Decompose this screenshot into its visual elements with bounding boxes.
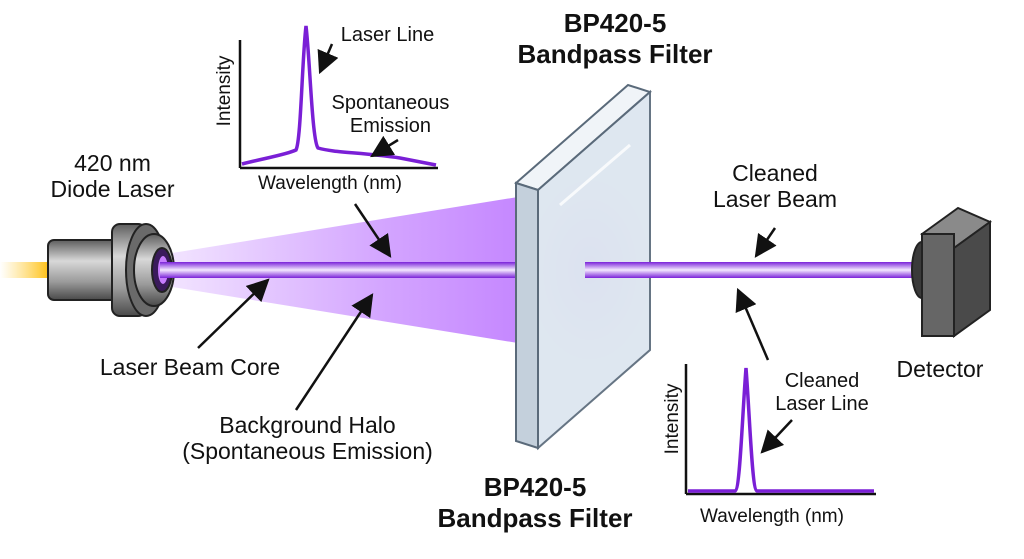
inset-before-ylabel: Intensity bbox=[214, 46, 236, 136]
diode-laser bbox=[47, 223, 175, 317]
arrow-cleaned-beam-lower bbox=[735, 287, 770, 361]
background-halo-label-line1: Background Halo bbox=[219, 412, 396, 438]
detector-label-text: Detector bbox=[896, 356, 984, 382]
beam-core-label: Laser Beam Core bbox=[80, 354, 300, 380]
filter-label-bottom-line1: BP420-5 bbox=[483, 472, 587, 502]
filter-label-bottom: BP420-5 Bandpass Filter bbox=[410, 472, 660, 534]
inset-before-peak-label-text: Laser Line bbox=[340, 24, 435, 46]
inset-after-spectrum bbox=[688, 367, 874, 493]
inset-after-ylabel-text: Intensity bbox=[662, 383, 683, 455]
background-halo-label: Background Halo (Spontaneous Emission) bbox=[165, 412, 450, 464]
inset-after-peak-label-line1: Cleaned bbox=[784, 370, 860, 392]
inset-before-ylabel-text: Intensity bbox=[214, 55, 235, 127]
inset-after-ylabel: Intensity bbox=[662, 374, 684, 464]
arrow-laser-line bbox=[317, 43, 339, 75]
detector-device bbox=[911, 206, 993, 338]
inset-before-spectrum bbox=[241, 25, 437, 167]
inset-before-peak-label: Laser Line bbox=[320, 24, 455, 47]
inset-after-peak-label-line2: Laser Line bbox=[775, 393, 869, 415]
input-glow bbox=[0, 262, 48, 278]
inset-before-tail-label-line2: Emission bbox=[349, 115, 432, 137]
cleaned-beam-label-line2: Laser Beam bbox=[712, 186, 837, 212]
inset-before-xlabel: Wavelength (nm) bbox=[258, 173, 402, 195]
inset-after-peak-label: Cleaned Laser Line bbox=[762, 370, 882, 416]
inset-before-tail-label: Spontaneous Emission bbox=[318, 92, 463, 138]
arrow-cleaned-laser-line bbox=[760, 419, 793, 454]
detector-label: Detector bbox=[880, 356, 1000, 382]
inset-before-tail-label-line1: Spontaneous bbox=[331, 92, 450, 114]
inset-after-plot bbox=[684, 364, 876, 496]
inset-after-xlabel-text: Wavelength (nm) bbox=[700, 506, 844, 527]
inset-before-plot bbox=[238, 25, 438, 170]
inset-before-xlabel-text: Wavelength (nm) bbox=[258, 173, 402, 194]
filter-label-top: BP420-5 Bandpass Filter bbox=[490, 8, 740, 70]
laser-beam-core bbox=[160, 262, 530, 278]
diode-laser-label-line2: Diode Laser bbox=[50, 176, 175, 202]
diode-laser-label: 420 nm Diode Laser bbox=[30, 150, 195, 202]
arrow-cleaned-beam bbox=[754, 227, 777, 258]
arrow-background-halo bbox=[294, 293, 374, 411]
background-halo-label-line2: (Spontaneous Emission) bbox=[182, 438, 433, 464]
inset-after-xlabel: Wavelength (nm) bbox=[700, 506, 844, 528]
arrow-halo-upper bbox=[353, 203, 392, 258]
filter-label-bottom-line2: Bandpass Filter bbox=[437, 503, 633, 533]
filter-label-top-line1: BP420-5 bbox=[563, 8, 667, 38]
diode-laser-label-line1: 420 nm bbox=[74, 150, 151, 176]
cleaned-laser-beam bbox=[585, 262, 920, 278]
beam-core-label-text: Laser Beam Core bbox=[99, 354, 281, 380]
cleaned-beam-label-line1: Cleaned bbox=[732, 160, 818, 186]
arrow-beam-core bbox=[197, 278, 270, 349]
cleaned-beam-label: Cleaned Laser Beam bbox=[690, 160, 860, 212]
filter-label-top-line2: Bandpass Filter bbox=[517, 39, 713, 69]
arrow-spontaneous-emission bbox=[370, 135, 399, 158]
